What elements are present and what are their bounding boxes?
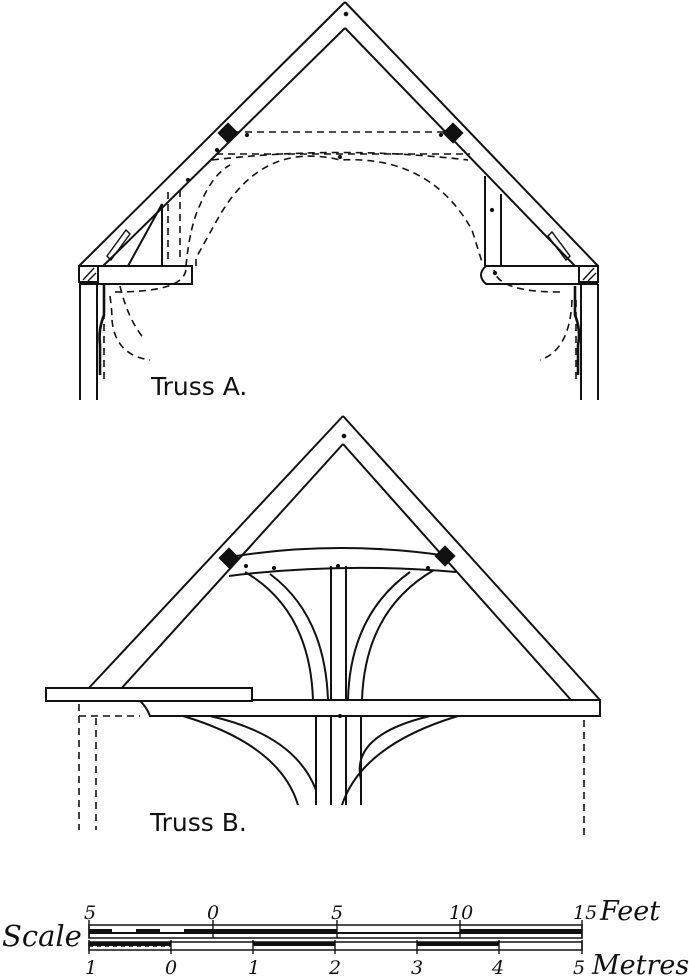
- truss-b-lower-right-brace: [341, 715, 459, 806]
- scale-title: Scale: [2, 919, 82, 953]
- truss-a-right-wall: [580, 284, 599, 400]
- truss-b-upper-right-brace: [347, 569, 435, 701]
- truss-a-left-tie-beam: [79, 265, 193, 285]
- metres-bar: 1 0 1 2 3 4 5 Metres: [85, 940, 689, 979]
- truss-a-left-wall: [79, 284, 98, 400]
- truss-b-collar-beam: [228, 547, 457, 577]
- truss-a-right-peg: [442, 122, 464, 144]
- metres-tick-6: 5: [573, 957, 585, 979]
- truss-a-right-tie-beam: [480, 265, 598, 285]
- feet-tick-3: 10: [449, 902, 473, 924]
- truss-b-left-peg: [218, 547, 240, 569]
- metres-tick-0: 1: [85, 957, 97, 979]
- truss-b-ceiling-board: [45, 687, 253, 702]
- truss-b-tie-beam: [78, 699, 601, 717]
- metres-unit: Metres: [591, 950, 689, 979]
- metres-tick-4: 3: [411, 957, 423, 979]
- feet-tick-1: 0: [207, 902, 219, 924]
- truss-b-left-rafter: [86, 415, 344, 691]
- truss-a-left-strut: [127, 203, 163, 267]
- metres-tick-3: 2: [328, 957, 341, 979]
- feet-bar: 5 0 5 10 15 Feet: [84, 896, 660, 939]
- feet-tick-4: 15: [573, 902, 597, 924]
- feet-tick-2: 5: [331, 902, 343, 924]
- truss-a: Truss A.: [78, 1, 599, 401]
- feet-tick-0: 5: [84, 902, 96, 924]
- metres-tick-5: 4: [491, 957, 504, 979]
- scale-bar: Scale 5 0 5 10 15 Feet 1 0: [2, 896, 689, 979]
- truss-a-label: Truss A.: [150, 372, 247, 401]
- truss-b-king-post: [330, 566, 347, 700]
- truss-b-left-wall-hidden: [78, 704, 140, 830]
- truss-a-arch-hidden: [195, 155, 483, 266]
- truss-b: Truss B.: [45, 415, 601, 840]
- truss-b-right-peg: [434, 545, 456, 567]
- metres-tick-2: 1: [248, 957, 260, 979]
- truss-b-right-rafter: [342, 415, 601, 701]
- truss-a-collar-hidden: [216, 131, 470, 155]
- truss-a-right-wall-post: [573, 286, 581, 375]
- feet-unit: Feet: [599, 896, 660, 927]
- metres-tick-1: 0: [165, 957, 177, 979]
- truss-b-label: Truss B.: [149, 808, 247, 837]
- truss-a-left-peg: [217, 122, 239, 144]
- truss-b-upper-left-brace: [244, 571, 329, 701]
- truss-a-left-rafter: [78, 1, 346, 267]
- truss-a-right-strut: [484, 176, 540, 267]
- truss-a-right-rafter: [344, 1, 599, 267]
- truss-b-lower-left-brace: [182, 715, 317, 806]
